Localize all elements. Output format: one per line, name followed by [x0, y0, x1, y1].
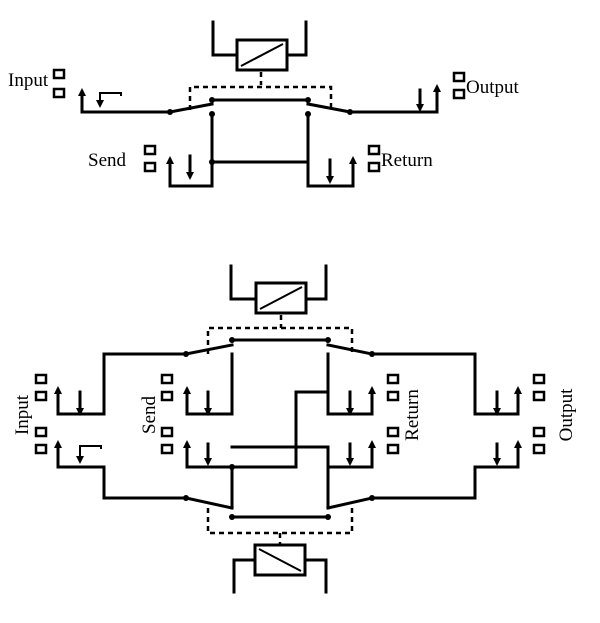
- bottom-output-jack-2: [532, 390, 546, 402]
- bottom-return-group: Return: [326, 352, 423, 510]
- bottom-input-label: Input: [12, 394, 33, 435]
- bottom-output-jack-3: [532, 426, 546, 438]
- bottom-input-wire-lower: [56, 450, 188, 500]
- top-relay: [211, 20, 308, 85]
- bottom-right-top-switch-blade: [326, 343, 374, 356]
- bottom-relay-top: [229, 264, 328, 328]
- top-output-wire: [348, 98, 439, 114]
- bottom-actuator-box-top: [206, 326, 354, 354]
- bottom-input-jack-3: [34, 426, 48, 438]
- bottom-send-jack-1: [160, 373, 174, 385]
- bottom-input-jack-1: [34, 373, 48, 385]
- top-input-switch-blade: [168, 102, 214, 114]
- bottom-crossover-lower: [230, 390, 330, 469]
- top-return-jack-tip: [367, 144, 381, 156]
- top-input-wire: [80, 98, 172, 114]
- bottom-circuit: Input Send: [12, 264, 577, 594]
- bottom-input-bracket: [79, 445, 102, 458]
- bottom-return-jack-1: [386, 373, 400, 385]
- top-send-group: Send: [88, 111, 215, 188]
- bottom-send-label: Send: [139, 396, 160, 435]
- bottom-output-wire-lower: [370, 450, 520, 500]
- top-output-jack-ring: [452, 88, 466, 100]
- bottom-output-jack-4: [532, 443, 546, 455]
- top-input-label: Input: [8, 70, 49, 91]
- top-actuator-box: [188, 85, 333, 110]
- bottom-return-label: Return: [402, 389, 423, 441]
- top-output-jack-tip: [452, 71, 466, 83]
- bottom-return-jack-4: [386, 443, 400, 455]
- top-input-group: Input: [8, 68, 214, 115]
- bottom-send-jack-4: [160, 443, 174, 455]
- bottom-return-jack-2: [386, 390, 400, 402]
- bottom-input-jack-4: [34, 443, 48, 455]
- top-return-jack-ring: [367, 161, 381, 173]
- top-input-jack-tip: [52, 68, 66, 80]
- bottom-left-top-switch-blade: [184, 343, 234, 356]
- top-return-label: Return: [381, 150, 433, 171]
- bottom-left-bottom-switch-blade: [184, 496, 234, 510]
- top-output-label: Output: [466, 77, 520, 98]
- bottom-send-jack-3: [160, 426, 174, 438]
- bottom-output-jack-1: [532, 373, 546, 385]
- bottom-input-group: Input: [12, 352, 188, 500]
- bottom-output-label: Output: [556, 388, 577, 442]
- bottom-relay-bottom: [232, 533, 328, 594]
- top-send-jack-tip: [143, 144, 157, 156]
- top-input-bracket: [99, 92, 122, 104]
- bottom-actuator-box-bottom: [206, 508, 354, 535]
- bottom-input-jack-2: [34, 390, 48, 402]
- bottom-send-group: Send: [139, 352, 235, 510]
- top-return-group: Return: [305, 111, 433, 188]
- top-circuit: Input Send R: [8, 20, 520, 188]
- top-send-label: Send: [88, 150, 127, 171]
- bottom-send-jack-2: [160, 390, 174, 402]
- top-output-group: Output: [306, 71, 520, 115]
- top-output-switch-blade: [306, 102, 352, 114]
- bottom-return-jack-3: [386, 426, 400, 438]
- bottom-output-group: Output: [370, 352, 577, 500]
- bottom-right-bottom-switch-blade: [326, 496, 374, 510]
- top-send-jack-ring: [143, 161, 157, 173]
- top-input-jack-ring: [52, 87, 66, 99]
